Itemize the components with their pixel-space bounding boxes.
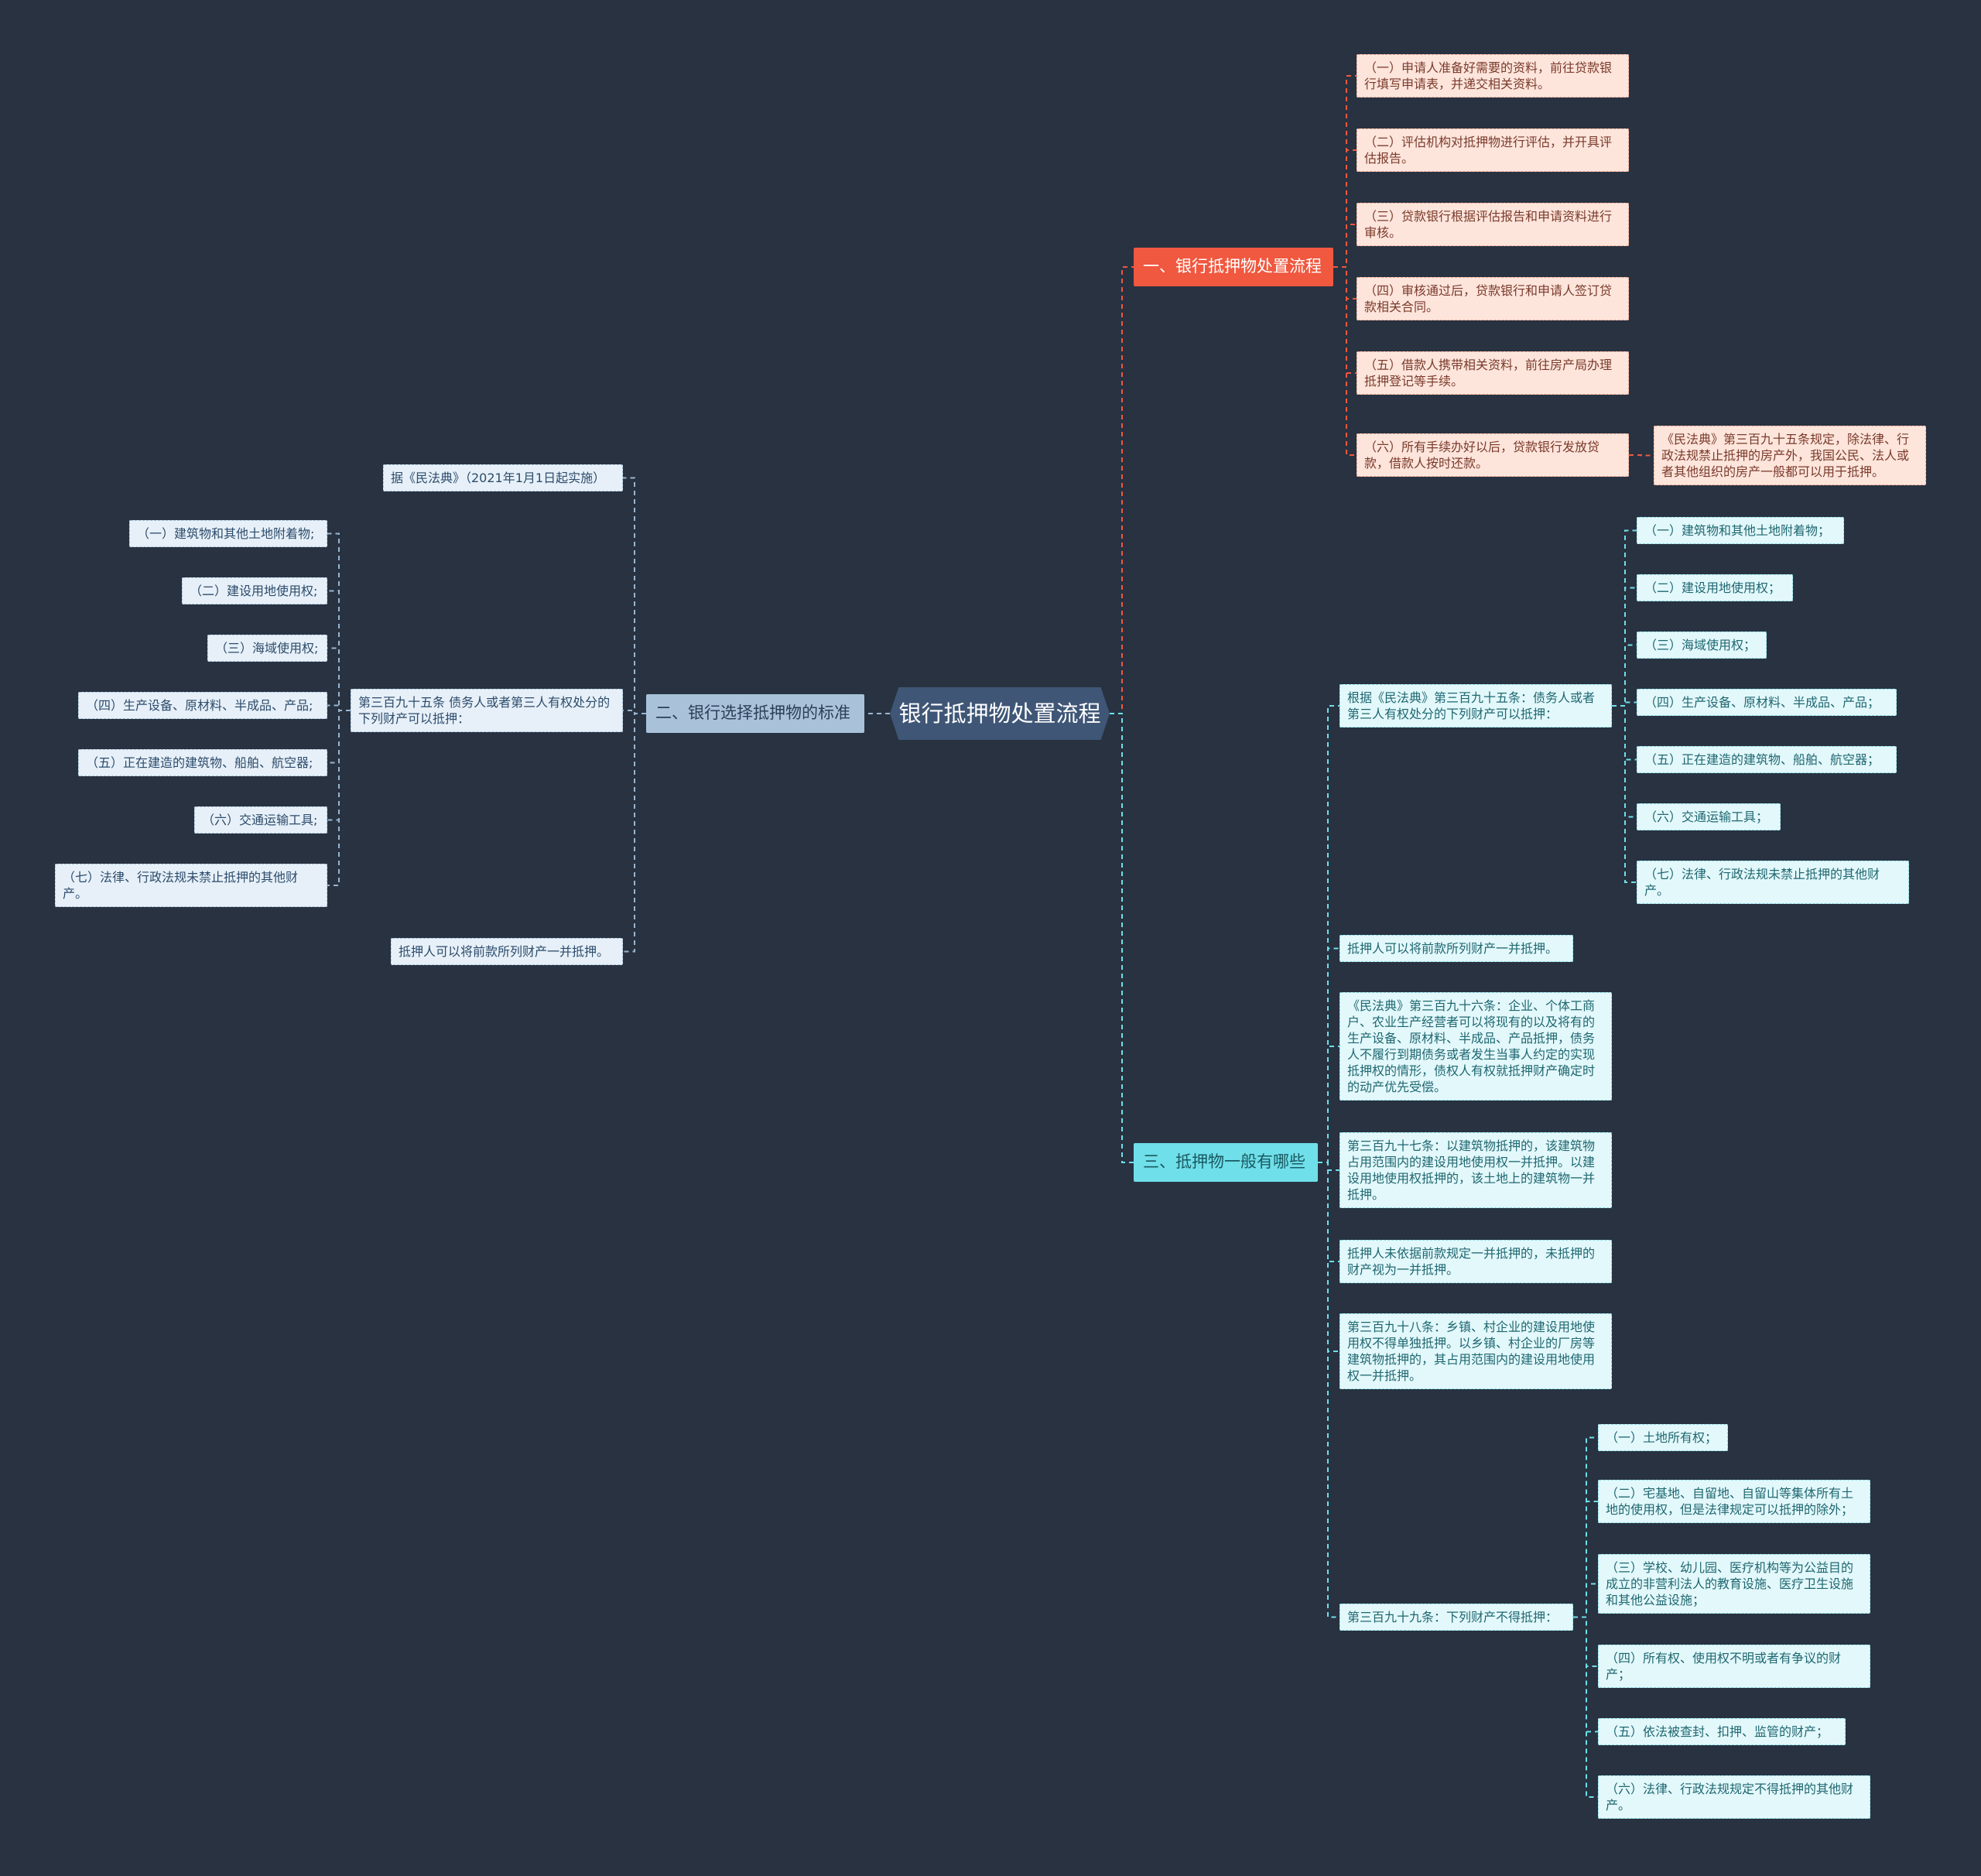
b3-article-397[interactable]: 第三百九十七条：以建筑物抵押的，该建筑物占用范围内的建设用地使用权一并抵押。以建… — [1339, 1132, 1612, 1208]
connector-branch-bank-disposal-process-b1-step-4 — [1333, 266, 1357, 300]
b2-item-1[interactable]: （一）建筑物和其他土地附着物; — [129, 520, 327, 547]
b3-forbidden-item-4[interactable]: （四）所有权、使用权不明或者有争议的财产； — [1598, 1645, 1870, 1688]
connector-branch-common-collateral-types-b3-article-395 — [1318, 705, 1339, 1163]
connector-b3-article-395-b3-allowed-item-3 — [1612, 644, 1637, 707]
connector-branch-bank-disposal-process-b1-step-3 — [1333, 224, 1357, 268]
connector-b3-article-395-b3-allowed-item-7 — [1612, 705, 1637, 883]
b2-item-7[interactable]: （七）法律、行政法规未禁止抵押的其他财产。 — [55, 864, 327, 907]
connector-b2-article-395-b2-item-7 — [327, 710, 351, 886]
branch-collateral-selection-standard[interactable]: 二、银行选择抵押物的标准 — [646, 694, 864, 733]
b2-article-395[interactable]: 第三百九十五条 债务人或者第三人有权处分的下列财产可以抵押： — [351, 689, 623, 732]
b3-article-399[interactable]: 第三百九十九条：下列财产不得抵押： — [1339, 1604, 1573, 1631]
b3-article-395[interactable]: 根据《民法典》第三百九十五条：债务人或者第三人有权处分的下列财产可以抵押： — [1339, 684, 1612, 727]
connector-branch-common-collateral-types-b3-article-396 — [1318, 1046, 1339, 1163]
b3-forbidden-item-2[interactable]: （二）宅基地、自留地、自留山等集体所有土地的使用权，但是法律规定可以抵押的除外； — [1598, 1480, 1870, 1523]
b1-note[interactable]: 《民法典》第三百九十五条规定，除法律、行政法规禁止抵押的房产外，我国公民、法人或… — [1654, 426, 1926, 485]
connector-branch-common-collateral-types-b3-combined-mortgage — [1318, 947, 1339, 1163]
b1-step-2[interactable]: （二）评估机构对抵押物进行评估，并开具评估报告。 — [1357, 128, 1629, 172]
connector-b3-article-399-b3-forbidden-item-2 — [1573, 1501, 1598, 1618]
connector-branch-common-collateral-types-b3-article-399 — [1318, 1162, 1339, 1618]
b3-allowed-item-5[interactable]: （五）正在建造的建筑物、船舶、航空器； — [1637, 746, 1897, 773]
connector-b3-article-399-b3-forbidden-item-3 — [1573, 1583, 1598, 1618]
b3-allowed-item-7[interactable]: （七）法律、行政法规未禁止抵押的其他财产。 — [1637, 861, 1909, 904]
b2-item-4[interactable]: （四）生产设备、原材料、半成品、产品; — [78, 692, 327, 719]
b3-allowed-item-6[interactable]: （六）交通运输工具； — [1637, 803, 1781, 830]
b3-article-398[interactable]: 第三百九十八条：乡镇、村企业的建设用地使用权不得单独抵押。以乡镇、村企业的厂房等… — [1339, 1313, 1612, 1389]
connector-branch-collateral-selection-standard-b2-combined-mortgage — [623, 713, 646, 953]
b3-forbidden-item-3[interactable]: （三）学校、幼儿园、医疗机构等为公益目的成立的非营利法人的教育设施、医疗卫生设施… — [1598, 1554, 1870, 1614]
b3-forbidden-item-6[interactable]: （六）法律、行政法规规定不得抵押的其他财产。 — [1598, 1775, 1870, 1819]
connector-branch-bank-disposal-process-b1-step-1 — [1333, 75, 1357, 268]
connector-root-topic-branch-common-collateral-types — [1110, 713, 1134, 1163]
b1-step-4[interactable]: （四）审核通过后，贷款银行和申请人签订贷款相关合同。 — [1357, 277, 1629, 320]
connector-branch-bank-disposal-process-b1-step-6 — [1333, 266, 1357, 456]
b2-item-5[interactable]: （五）正在建造的建筑物、船舶、航空器; — [78, 749, 327, 776]
b3-combined-mortgage[interactable]: 抵押人可以将前款所列财产一并抵押。 — [1339, 935, 1573, 962]
b3-allowed-item-3[interactable]: （三）海域使用权； — [1637, 632, 1767, 659]
connector-branch-collateral-selection-standard-b2-article-395 — [623, 710, 646, 714]
b3-unmortgaged-property[interactable]: 抵押人未依据前款规定一并抵押的，未抵押的财产视为一并抵押。 — [1339, 1240, 1612, 1283]
b3-article-396[interactable]: 《民法典》第三百九十六条：企业、个体工商户、农业生产经营者可以将现有的以及将有的… — [1339, 992, 1612, 1101]
b3-forbidden-item-1[interactable]: （一）土地所有权； — [1598, 1424, 1728, 1451]
b3-allowed-item-4[interactable]: （四）生产设备、原材料、半成品、产品； — [1637, 689, 1897, 716]
connector-b3-article-395-b3-allowed-item-5 — [1612, 705, 1637, 761]
b1-step-6[interactable]: （六）所有手续办好以后，贷款银行发放贷款，借款人按时还款。 — [1357, 433, 1629, 477]
b1-step-5[interactable]: （五）借款人携带相关资料，前往房产局办理抵押登记等手续。 — [1357, 351, 1629, 395]
connector-b2-article-395-b2-item-3 — [327, 647, 351, 711]
branch-common-collateral-types[interactable]: 三、抵押物一般有哪些 — [1134, 1143, 1318, 1182]
b2-civil-code-reference[interactable]: 据《民法典》（2021年1月1日起实施） — [383, 464, 623, 491]
connector-b3-article-399-b3-forbidden-item-6 — [1573, 1616, 1598, 1798]
b2-item-3[interactable]: （三）海域使用权; — [207, 635, 327, 662]
b2-combined-mortgage[interactable]: 抵押人可以将前款所列财产一并抵押。 — [391, 938, 623, 965]
connector-b1-step-6-b1-note — [1629, 454, 1654, 457]
connector-branch-bank-disposal-process-b1-step-2 — [1333, 149, 1357, 268]
connector-root-topic-branch-bank-disposal-process — [1110, 266, 1134, 714]
b1-step-3[interactable]: （三）贷款银行根据评估报告和申请资料进行审核。 — [1357, 203, 1629, 246]
b3-allowed-item-1[interactable]: （一）建筑物和其他土地附着物； — [1637, 517, 1844, 544]
connector-branch-bank-disposal-process-b1-step-5 — [1333, 266, 1357, 374]
connector-b3-article-395-b3-allowed-item-1 — [1612, 529, 1637, 707]
b2-item-6[interactable]: （六）交通运输工具; — [194, 806, 327, 834]
b1-step-1[interactable]: （一）申请人准备好需要的资料，前往贷款银行填写申请表，并递交相关资料。 — [1357, 54, 1629, 98]
branch-bank-disposal-process[interactable]: 一、银行抵押物处置流程 — [1134, 248, 1333, 286]
connector-branch-collateral-selection-standard-b2-civil-code-reference — [623, 477, 646, 714]
root-topic[interactable]: 银行抵押物处置流程 — [890, 687, 1110, 740]
b3-forbidden-item-5[interactable]: （五）依法被查封、扣押、监管的财产； — [1598, 1718, 1846, 1745]
b3-allowed-item-2[interactable]: （二）建设用地使用权； — [1637, 574, 1793, 601]
b2-item-2[interactable]: （二）建设用地使用权; — [182, 577, 327, 604]
